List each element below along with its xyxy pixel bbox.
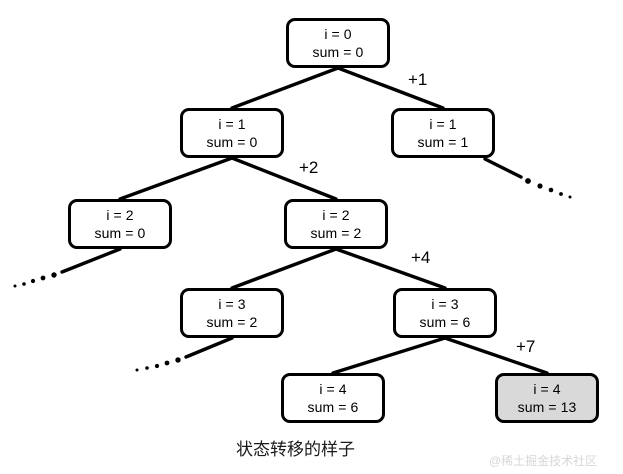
edge-weight-label: +1	[408, 70, 428, 89]
node-index-label: i = 4	[319, 380, 347, 397]
diagram-caption: 状态转移的样子	[236, 440, 355, 459]
node-sum-label: sum = 0	[312, 44, 364, 60]
edge-weight-label: +4	[411, 248, 431, 267]
tree-edge	[230, 247, 338, 290]
tree-edge	[230, 66, 340, 110]
node-sum-label: sum = 2	[310, 225, 362, 241]
tree-edge	[443, 336, 549, 375]
tree-edge	[336, 66, 445, 110]
tree-node-n4r: i = 4 sum = 13	[495, 373, 599, 423]
edge-weight-label: +2	[299, 158, 319, 177]
tree-node-n2l: i = 2 sum = 0	[68, 199, 172, 249]
node-index-label: i = 0	[324, 25, 352, 42]
tree-node-n1l: i = 1 sum = 0	[180, 108, 284, 158]
node-index-label: i = 3	[431, 295, 459, 312]
node-index-label: i = 1	[218, 115, 246, 132]
node-sum-label: sum = 1	[417, 134, 469, 150]
tree-edge	[334, 247, 447, 290]
continuation-ellipsis	[135, 336, 234, 372]
node-sum-label: sum = 0	[206, 134, 258, 150]
continuation-ellipsis	[483, 157, 572, 199]
tree-node-n3l: i = 3 sum = 2	[180, 288, 284, 338]
continuation-ellipsis	[13, 247, 122, 288]
node-sum-label: sum = 13	[517, 399, 577, 415]
tree-node-n0: i = 0 sum = 0	[286, 18, 390, 68]
node-index-label: i = 4	[533, 380, 561, 397]
node-index-label: i = 1	[429, 115, 457, 132]
node-sum-label: sum = 2	[206, 314, 258, 330]
node-sum-label: sum = 6	[419, 314, 471, 330]
node-index-label: i = 2	[322, 206, 350, 223]
watermark: @稀土掘金技术社区	[489, 454, 598, 468]
tree-edge	[331, 336, 447, 375]
node-sum-label: sum = 0	[94, 225, 146, 241]
tree-node-n4l: i = 4 sum = 6	[281, 373, 385, 423]
tree-node-n1r: i = 1 sum = 1	[391, 108, 495, 158]
node-index-label: i = 2	[106, 206, 134, 223]
tree-node-n2r: i = 2 sum = 2	[284, 199, 388, 249]
tree-edge	[230, 156, 338, 201]
tree-node-n3r: i = 3 sum = 6	[393, 288, 497, 338]
node-sum-label: sum = 6	[307, 399, 359, 415]
tree-edge	[118, 156, 234, 201]
node-index-label: i = 3	[218, 295, 246, 312]
edge-weight-label: +7	[516, 337, 536, 356]
